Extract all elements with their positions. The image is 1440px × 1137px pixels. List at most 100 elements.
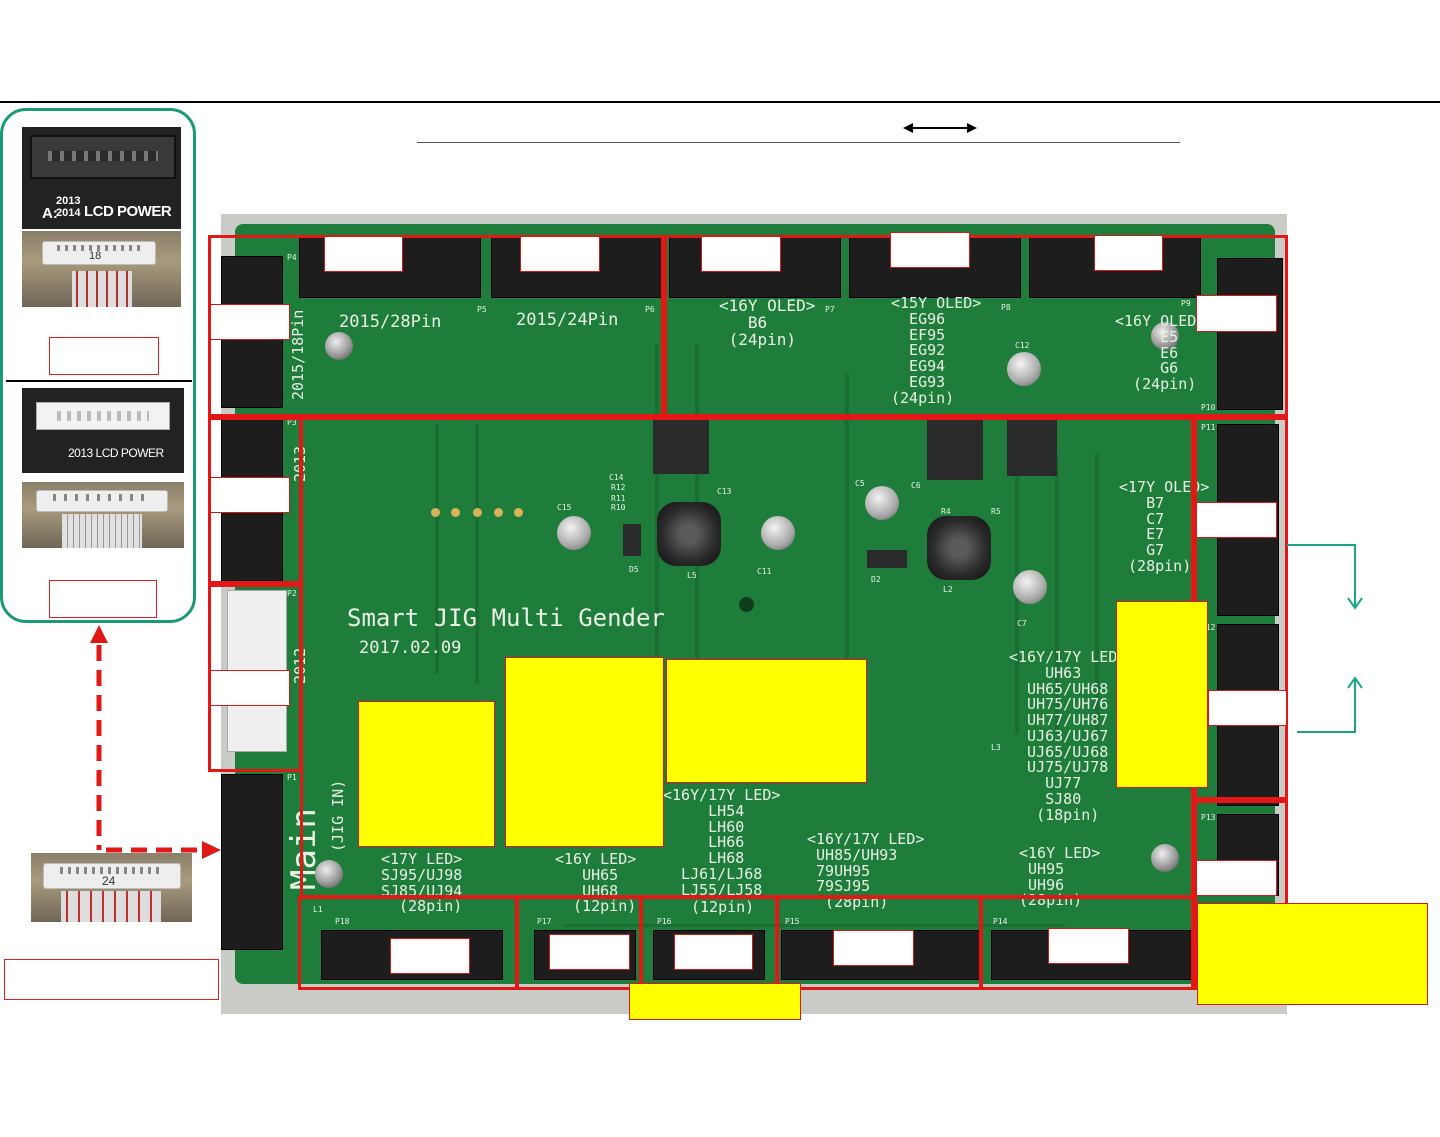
white-connector-socket: [36, 402, 170, 430]
silk-ref-c11: C11: [757, 567, 772, 576]
header-rule: [417, 142, 1180, 143]
capacitor-c5: [865, 486, 899, 520]
lcd-power-prefix: A:: [42, 205, 58, 222]
note-box-6: [629, 983, 801, 1020]
lcd-power-connector-photo-2013-2014: A: 2013 2014 LCD POWER: [22, 127, 181, 229]
label-bottom-2: [549, 934, 630, 970]
silk-ref-p10: P10: [1201, 403, 1216, 412]
plug-number: 24: [102, 874, 116, 888]
label-bottom-3: [674, 934, 753, 970]
silk-ref-c5: C5: [855, 479, 865, 488]
note-box-2: [505, 657, 664, 847]
lcd-power-years: 2013 2014: [56, 195, 81, 219]
label-left-2: [210, 477, 290, 513]
silk-12pin: (12pin): [691, 898, 755, 916]
label-right-2: [1196, 502, 1277, 538]
silk-led17-sj: <17Y LED> SJ95/UJ98 SJ85/UJ94 (28pin): [381, 850, 463, 916]
silk-ref-c13: C13: [717, 487, 732, 496]
silk-ref-p7: P7: [825, 305, 835, 314]
screw-top-right: [1151, 322, 1179, 350]
capacitor-c12: [1007, 352, 1041, 386]
silk-board-title: Smart JIG Multi Gender: [347, 604, 665, 632]
silk-ref-p18: P18: [335, 917, 350, 926]
label-top-4: [890, 232, 970, 268]
lcd-power-plug-photo-2013: [22, 482, 184, 548]
silk-ref-p8: P8: [1001, 303, 1011, 312]
label-top-5: [1094, 235, 1163, 271]
plug-contacts: [57, 245, 141, 251]
label-bottom-1: [390, 938, 470, 974]
silk-ref-c7: C7: [1017, 619, 1027, 628]
silk-ref-l1: L1: [313, 905, 323, 914]
silk-ref-p9: P9: [1181, 299, 1191, 308]
lcd-power-caption-2013: 2013 LCD POWER: [68, 446, 164, 460]
lcd-power-plug-18-photo: 18: [22, 231, 181, 307]
capacitor-c11: [761, 516, 795, 550]
silk-ref-p5: P5: [477, 305, 487, 314]
silk-ref-c14: C14: [609, 473, 624, 482]
silk-ref-c6: C6: [911, 481, 921, 490]
silk-led-lh-list: <16Y/17Y LED> LH54 LH60 LH66 LH68 LJ61/L…: [663, 786, 781, 899]
label-right-4: [1196, 860, 1277, 896]
silk-ref-c12: C12: [1015, 341, 1030, 350]
silk-board-date: 2017.02.09: [359, 638, 462, 658]
lcd-power-caption: LCD POWER: [84, 203, 172, 220]
silk-oled15: <15Y OLED> EG96 EF95 EG92 EG94 EG93 (24p…: [891, 294, 982, 407]
region-oled-headers: [664, 235, 1288, 417]
double-arrow-icon: [903, 123, 977, 133]
plug-contacts: [60, 867, 164, 874]
label-top-2: [520, 236, 600, 272]
silk-ref-p14: P14: [993, 917, 1008, 926]
top-rule: [0, 101, 1440, 103]
label-top-1: [324, 236, 403, 272]
silk-ref-p17: P17: [537, 917, 552, 926]
regulator-ic-mid: [927, 420, 983, 480]
silk-ref-c15: C15: [557, 503, 572, 512]
label-right-3: [1208, 690, 1287, 726]
teal-arrows-icon: [1287, 544, 1363, 733]
pcb-photo: 2015/28Pin 2015/24Pin 2015/18Pin <16Y OL…: [221, 214, 1287, 1014]
region-2015-headers: [208, 235, 664, 417]
diode-d5: [623, 524, 641, 556]
note-box-4: [1116, 601, 1208, 788]
label-left-3: [210, 670, 290, 706]
label-right-1: [1196, 295, 1277, 332]
connector-pins: [48, 151, 158, 161]
inductor-l5: [657, 502, 721, 566]
note-box-3: [666, 659, 867, 783]
silk-ref-r4: R4: [941, 507, 951, 516]
plug-number: 18: [89, 250, 102, 262]
plug-wires: [62, 514, 142, 548]
label-top-3: [701, 236, 781, 272]
silk-oled17: <17Y OLED> B7 C7 E7 G7 (28pin): [1119, 478, 1210, 575]
silk-ref-p11: P11: [1201, 423, 1216, 432]
diode-d2: [867, 550, 907, 568]
silk-ref-r12: R12: [611, 483, 626, 492]
silk-ref-l5: L5: [687, 571, 697, 580]
silk-ref-p4: P4: [287, 253, 297, 262]
silk-ref-l3: L3: [991, 743, 1001, 752]
socket-pins: [57, 411, 149, 421]
silk-led16-uh65: <16Y LED> UH65 UH68 (12pin): [555, 850, 637, 916]
connector-reference-panel: [0, 108, 196, 623]
panel-divider: [6, 380, 192, 382]
silk-ref-d2: D2: [871, 575, 881, 584]
label-left-1: [210, 304, 290, 340]
label-box-18pin: [49, 337, 159, 375]
note-box-5: [1197, 903, 1428, 1005]
label-bottom-5: [1048, 928, 1129, 964]
region-right-headers: [1194, 417, 1288, 800]
capacitor-c15: [557, 516, 591, 550]
main-plug-24-photo: 24: [31, 853, 192, 922]
silk-ref-d5: D5: [629, 565, 639, 574]
inductor-l2: [927, 516, 991, 580]
plug-contacts: [53, 494, 151, 501]
header-p10: [1217, 258, 1283, 410]
plug-wires: [61, 891, 161, 922]
header-p1: [221, 774, 283, 950]
label-box-12pin: [49, 580, 157, 618]
silk-ref-p1: P1: [287, 773, 297, 782]
silk-2015-28pin: 2015/28Pin: [339, 312, 442, 332]
plug-housing: 24: [43, 863, 181, 889]
dashed-arrow-icon: [90, 625, 221, 859]
